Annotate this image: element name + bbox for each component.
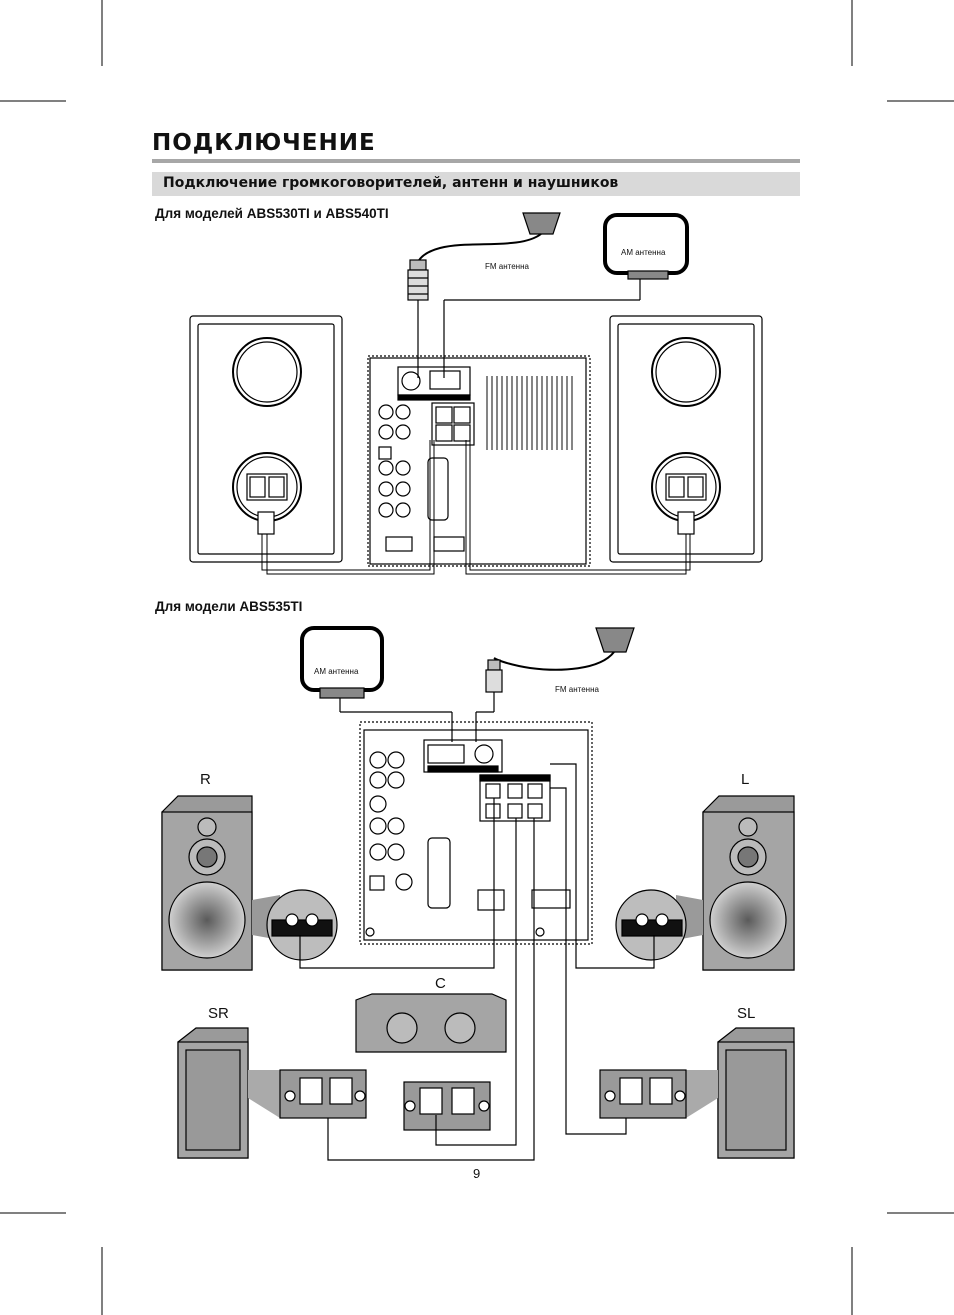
diagram1-heading: Для моделей ABS530TI и ABS540TI bbox=[155, 206, 389, 221]
diagram2-heading: Для модели ABS535TI bbox=[155, 599, 303, 614]
main-unit-back-2 bbox=[359, 721, 593, 945]
speaker-R-2 bbox=[161, 795, 338, 971]
fm-antenna-1 bbox=[407, 212, 561, 378]
speaker-right-1 bbox=[609, 315, 763, 563]
diagram1-fm-label: FM антенна bbox=[485, 262, 529, 271]
speaker-wires-1 bbox=[261, 440, 691, 575]
speaker-label-SR: SR bbox=[208, 1005, 229, 1022]
speaker-L-2 bbox=[615, 795, 795, 971]
speaker-SL-2 bbox=[599, 1027, 795, 1159]
am-antenna-1 bbox=[443, 213, 689, 378]
speaker-label-R: R bbox=[200, 771, 211, 788]
diagram2 bbox=[161, 626, 795, 1161]
am-antenna-2 bbox=[300, 626, 453, 742]
speaker-label-C: C bbox=[435, 975, 446, 992]
speaker-label-SL: SL bbox=[737, 1005, 756, 1022]
main-unit-back-1 bbox=[367, 355, 591, 567]
title-rule bbox=[152, 159, 800, 163]
speaker-wires-2 bbox=[299, 763, 655, 1161]
speaker-left-1 bbox=[189, 315, 343, 563]
speaker-SR-2 bbox=[177, 1027, 367, 1159]
fm-antenna-2 bbox=[475, 627, 635, 742]
page-title: ПОДКЛЮЧЕНИЕ bbox=[152, 130, 376, 156]
speaker-C-2 bbox=[355, 993, 507, 1131]
page-number: 9 bbox=[473, 1166, 481, 1181]
section-heading: Подключение громкоговорителей, антенн и … bbox=[163, 175, 619, 191]
diagram1 bbox=[189, 212, 763, 575]
speaker-label-L: L bbox=[741, 771, 750, 788]
section-bar bbox=[152, 172, 800, 196]
diagram1-am-label: AM антенна bbox=[621, 248, 666, 257]
diagram2-fm-label: FM антенна bbox=[555, 685, 599, 694]
diagram2-am-label: AM антенна bbox=[314, 667, 359, 676]
